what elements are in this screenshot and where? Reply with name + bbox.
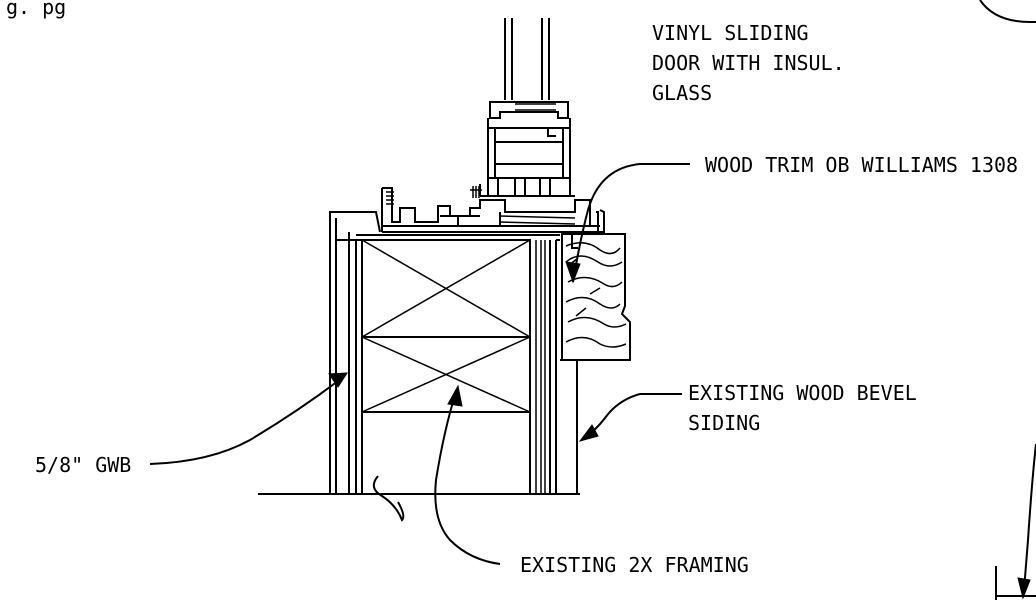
door-label-line-2: DOOR WITH INSUL. bbox=[652, 51, 845, 75]
framing-arrowhead bbox=[447, 384, 463, 407]
siding-arrowhead bbox=[578, 424, 599, 442]
glass-panel bbox=[504, 18, 550, 100]
siding-label-line-2: SIDING bbox=[688, 411, 760, 435]
door-frame-profile bbox=[381, 101, 605, 249]
wood-trim-arrowhead bbox=[565, 261, 581, 284]
sheet-fragment-text: g. pg bbox=[6, 0, 66, 19]
bevel-siding-line bbox=[560, 359, 578, 494]
wood-trim-label: WOOD TRIM OB WILLIAMS 1308 bbox=[705, 153, 1018, 177]
siding-leader bbox=[583, 393, 682, 439]
interior-gwb-return bbox=[329, 211, 381, 494]
sheathing-layers bbox=[529, 239, 560, 494]
door-label-line-1: VINYL SLIDING bbox=[652, 21, 809, 45]
floor-line bbox=[258, 475, 580, 522]
wood-trim-leader bbox=[572, 163, 690, 283]
door-label-line-3: GLASS bbox=[652, 81, 712, 105]
framing-leader bbox=[434, 391, 501, 565]
right-edge-box-fragment bbox=[995, 566, 1036, 600]
right-edge-leader bbox=[1023, 443, 1036, 591]
gwb-leader bbox=[149, 377, 343, 465]
wood-trim-profile bbox=[561, 233, 631, 361]
gwb-label: 5/8" GWB bbox=[35, 453, 131, 477]
gwb-arrowhead bbox=[328, 372, 348, 388]
right-edge-arrowhead bbox=[1017, 577, 1031, 600]
siding-label-line-1: EXISTING WOOD BEVEL bbox=[688, 381, 917, 405]
framing-label: EXISTING 2X FRAMING bbox=[520, 553, 749, 577]
detail-bubble-fragment bbox=[979, 0, 1036, 23]
